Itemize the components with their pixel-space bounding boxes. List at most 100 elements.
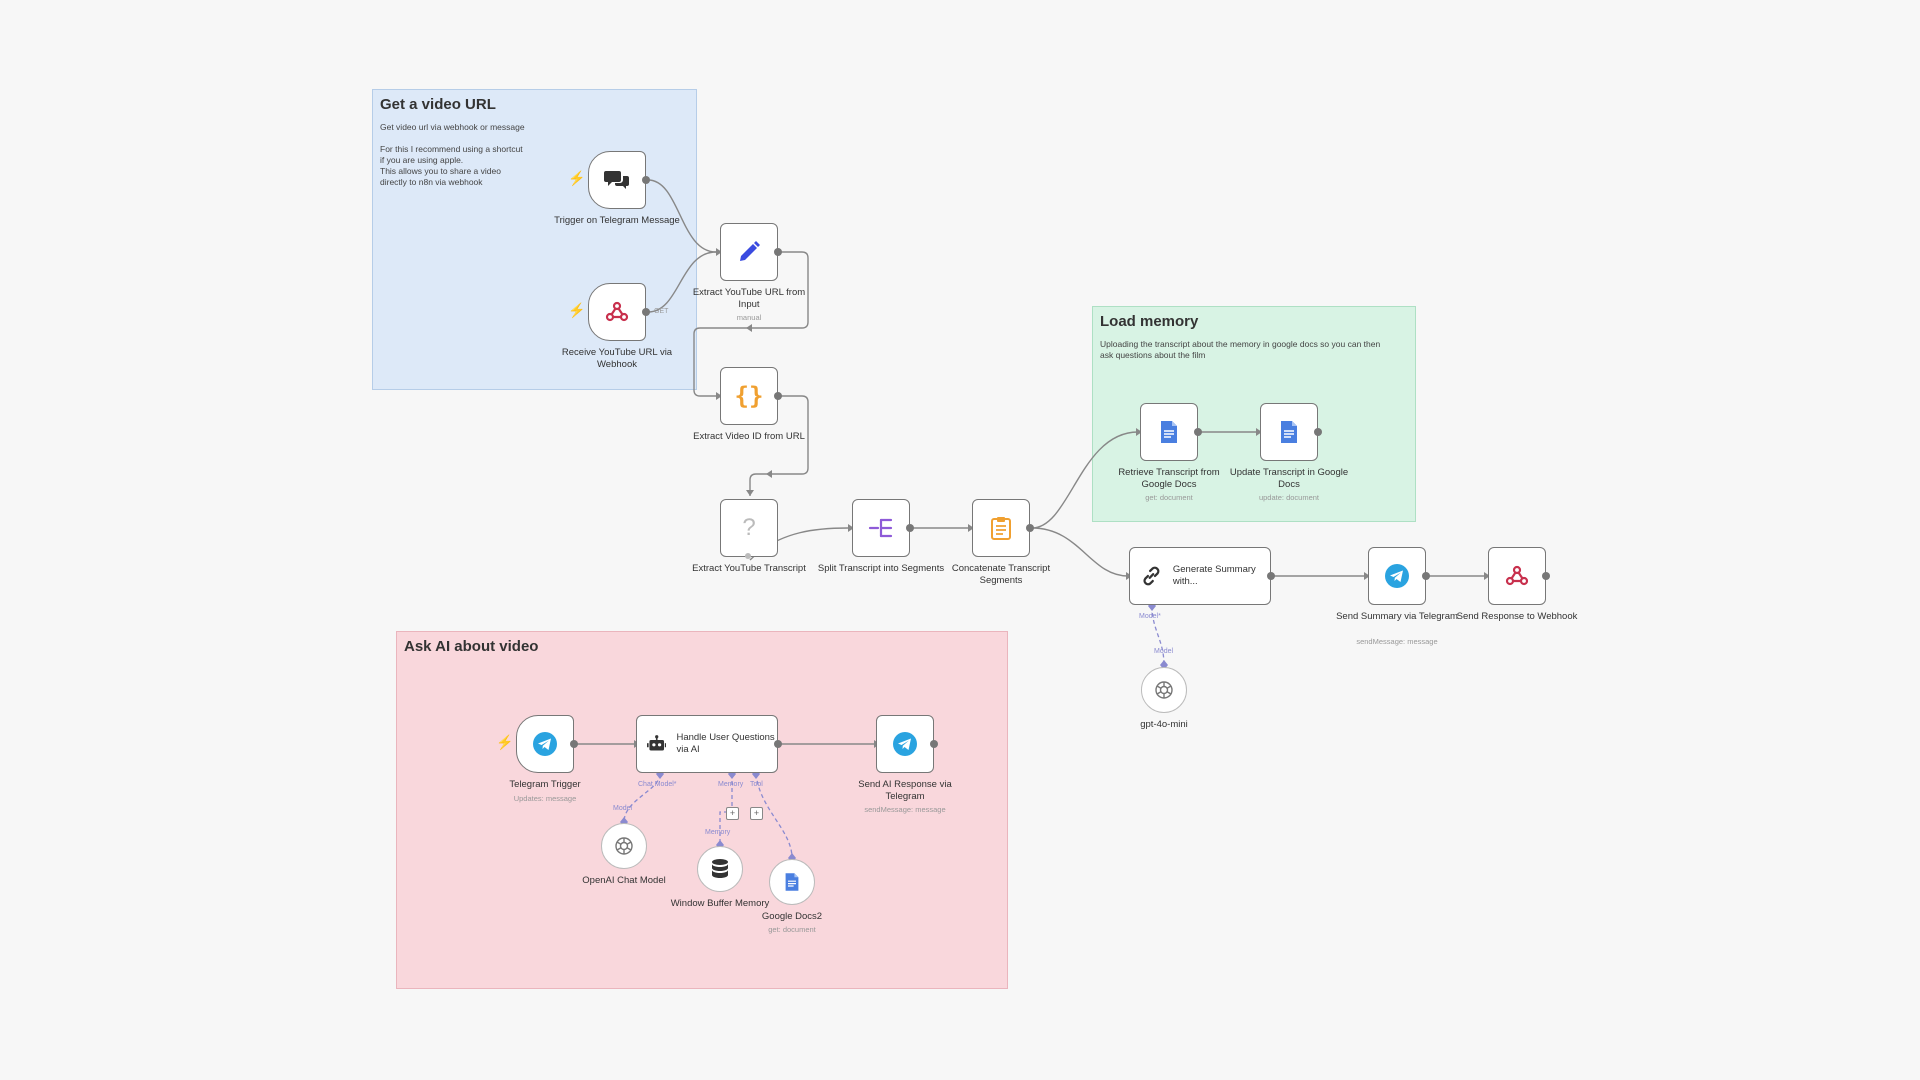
node-box[interactable] [852, 499, 910, 557]
port-label-memory: Memory [718, 781, 744, 788]
split-icon [868, 518, 893, 538]
node-label: Generate Summary with... [1172, 564, 1256, 587]
question-icon: ? [742, 514, 756, 541]
node-label: Send AI Response via Telegram [858, 779, 952, 802]
node-box[interactable] [588, 283, 646, 341]
port-label: GET [654, 308, 669, 315]
sticky-title: Ask AI about video [404, 638, 539, 655]
output-port[interactable] [745, 553, 751, 559]
output-port[interactable] [1267, 572, 1275, 580]
trigger-bolt-icon: ⚡ [568, 302, 586, 318]
telegram-icon [893, 732, 917, 756]
output-port[interactable] [1314, 428, 1322, 436]
node-label: Send Response to Webhook [1456, 611, 1578, 622]
edge [1031, 527, 1129, 577]
output-port[interactable] [1542, 572, 1550, 580]
node-box[interactable]: Handle User Questions via AI [636, 715, 778, 773]
node-label: Google Docs2 [761, 911, 823, 922]
node-label: Trigger on Telegram Message [554, 215, 680, 226]
node-box[interactable] [876, 715, 934, 773]
node-box[interactable] [1260, 403, 1318, 461]
telegram-icon [1385, 564, 1409, 588]
node-box[interactable] [720, 223, 778, 281]
node-subtitle: Updates: message [513, 794, 577, 803]
node-label: Extract YouTube Transcript [692, 563, 806, 574]
node-label: Retrieve Transcript from Google Docs [1118, 467, 1220, 490]
output-port[interactable] [774, 740, 782, 748]
node-box[interactable] [588, 151, 646, 209]
node-label: Telegram Trigger [509, 779, 581, 790]
port-label: Memory [705, 829, 731, 836]
node-subtitle: manual [736, 313, 762, 322]
port-label: Model [1154, 648, 1174, 655]
output-port[interactable] [774, 392, 782, 400]
output-port[interactable] [930, 740, 938, 748]
node-box[interactable]: Generate Summary with... [1129, 547, 1271, 605]
node-label: gpt-4o-mini [1140, 719, 1188, 730]
node-subtitle: get: document [1145, 493, 1193, 502]
node-box[interactable] [601, 823, 647, 869]
node-label: Extract YouTube URL from Input [692, 287, 806, 310]
google-docs-icon [1281, 421, 1297, 443]
ai-edge [623, 773, 661, 823]
node-box[interactable] [769, 859, 815, 905]
edge [749, 395, 809, 496]
port-label: Model [613, 805, 633, 812]
node-box[interactable]: {} [720, 367, 778, 425]
webhook-icon [605, 301, 629, 322]
sticky-title: Get a video URL [380, 96, 496, 113]
node-box[interactable]: ? [720, 499, 778, 557]
webhook-icon [1505, 565, 1529, 586]
output-port[interactable] [570, 740, 578, 748]
add-tool-button[interactable]: + [750, 807, 763, 820]
ai-edge [1151, 605, 1165, 666]
node-label: Extract Video ID from URL [693, 431, 805, 442]
node-label: OpenAI Chat Model [582, 875, 666, 886]
node-box[interactable] [1141, 667, 1187, 713]
sticky-ask-ai[interactable]: Ask AI about video [396, 631, 1008, 989]
trigger-bolt-icon: ⚡ [496, 734, 514, 750]
node-box[interactable] [1488, 547, 1546, 605]
node-subtitle: sendMessage: message [1356, 637, 1438, 646]
sticky-title: Load memory [1100, 313, 1199, 330]
node-box[interactable] [697, 846, 743, 892]
google-docs-icon [1161, 421, 1177, 443]
edge [1031, 431, 1139, 529]
add-memory-button[interactable]: + [726, 807, 739, 820]
node-label: Send Summary via Telegram [1336, 611, 1458, 622]
output-port[interactable] [1026, 524, 1034, 532]
pencil-icon [740, 241, 760, 261]
code-braces-icon: {} [734, 382, 764, 410]
node-subtitle: sendMessage: message [864, 805, 946, 814]
output-port[interactable] [906, 524, 914, 532]
node-subtitle: get: document [768, 925, 816, 934]
node-box[interactable] [1368, 547, 1426, 605]
output-port[interactable] [1422, 572, 1430, 580]
ai-edge [755, 773, 793, 859]
sticky-body: Uploading the transcript about the memor… [1100, 339, 1381, 360]
sticky-get-video-url[interactable]: Get a video URL Get video url via webhoo… [372, 89, 697, 390]
port-label-chat-model: Chat Model* [638, 781, 677, 788]
robot-icon [647, 735, 667, 751]
output-port[interactable] [1194, 428, 1202, 436]
output-port[interactable] [642, 176, 650, 184]
node-label: Receive YouTube URL via Webhook [561, 347, 673, 370]
node-box[interactable] [516, 715, 574, 773]
node-label: Split Transcript into Segments [817, 563, 945, 574]
database-icon [712, 859, 728, 878]
edge [647, 251, 717, 313]
port-label: Model* [1139, 613, 1161, 620]
node-label: Update Transcript in Google Docs [1229, 467, 1349, 490]
openai-icon [1155, 681, 1173, 699]
node-label: Window Buffer Memory [670, 898, 770, 909]
node-box[interactable] [1140, 403, 1198, 461]
sticky-body: Get video url via webhook or message For… [380, 122, 525, 187]
output-port[interactable] [774, 248, 782, 256]
chain-link-icon [1143, 566, 1160, 586]
trigger-bolt-icon: ⚡ [568, 170, 586, 186]
output-port[interactable] [642, 308, 650, 316]
openai-icon [615, 837, 633, 855]
node-box[interactable] [972, 499, 1030, 557]
